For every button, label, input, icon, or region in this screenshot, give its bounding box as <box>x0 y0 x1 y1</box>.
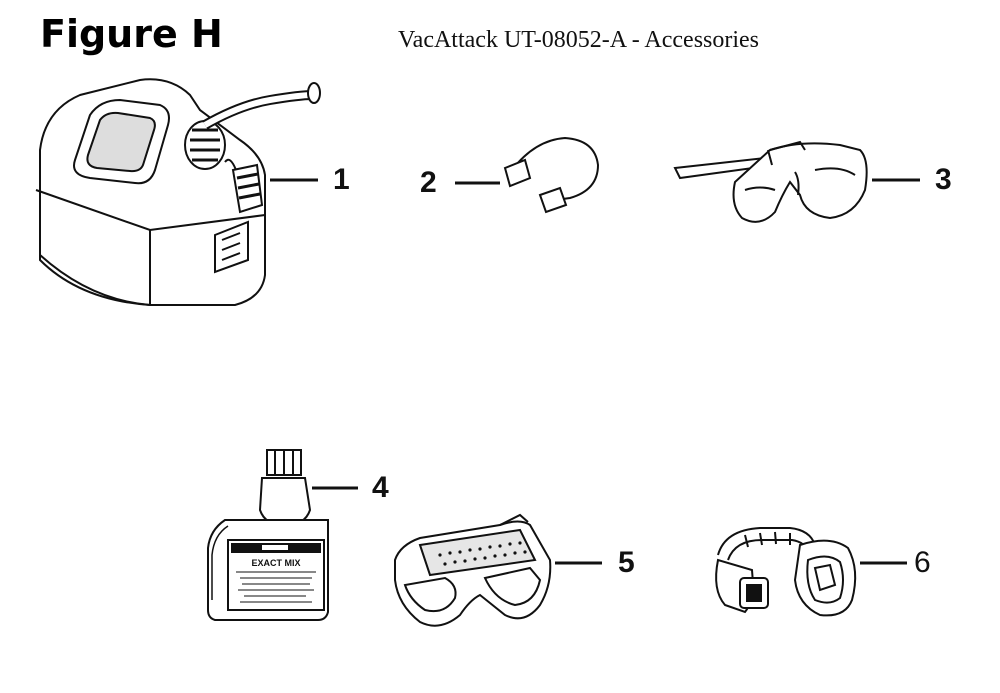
oil-bottle-icon <box>207 449 329 621</box>
part-number-6: 6 <box>914 546 931 579</box>
figure-label: Figure H <box>40 12 223 56</box>
part-number-3: 3 <box>935 163 952 196</box>
part-number-1: 1 <box>333 163 350 196</box>
part-number-4: 4 <box>372 471 389 504</box>
fuel-can-icon <box>35 78 321 306</box>
diagram-title: VacAttack UT-08052-A - Accessories <box>398 27 760 53</box>
safety-glasses-icon <box>673 140 868 223</box>
earplugs-icon <box>503 136 600 214</box>
ear-muffs-icon <box>715 527 857 617</box>
safety-goggles-icon <box>394 513 552 627</box>
part-number-5: 5 <box>618 546 635 579</box>
bottle-label-brand: EXACT MIX <box>251 558 300 568</box>
part-number-2: 2 <box>420 166 437 199</box>
